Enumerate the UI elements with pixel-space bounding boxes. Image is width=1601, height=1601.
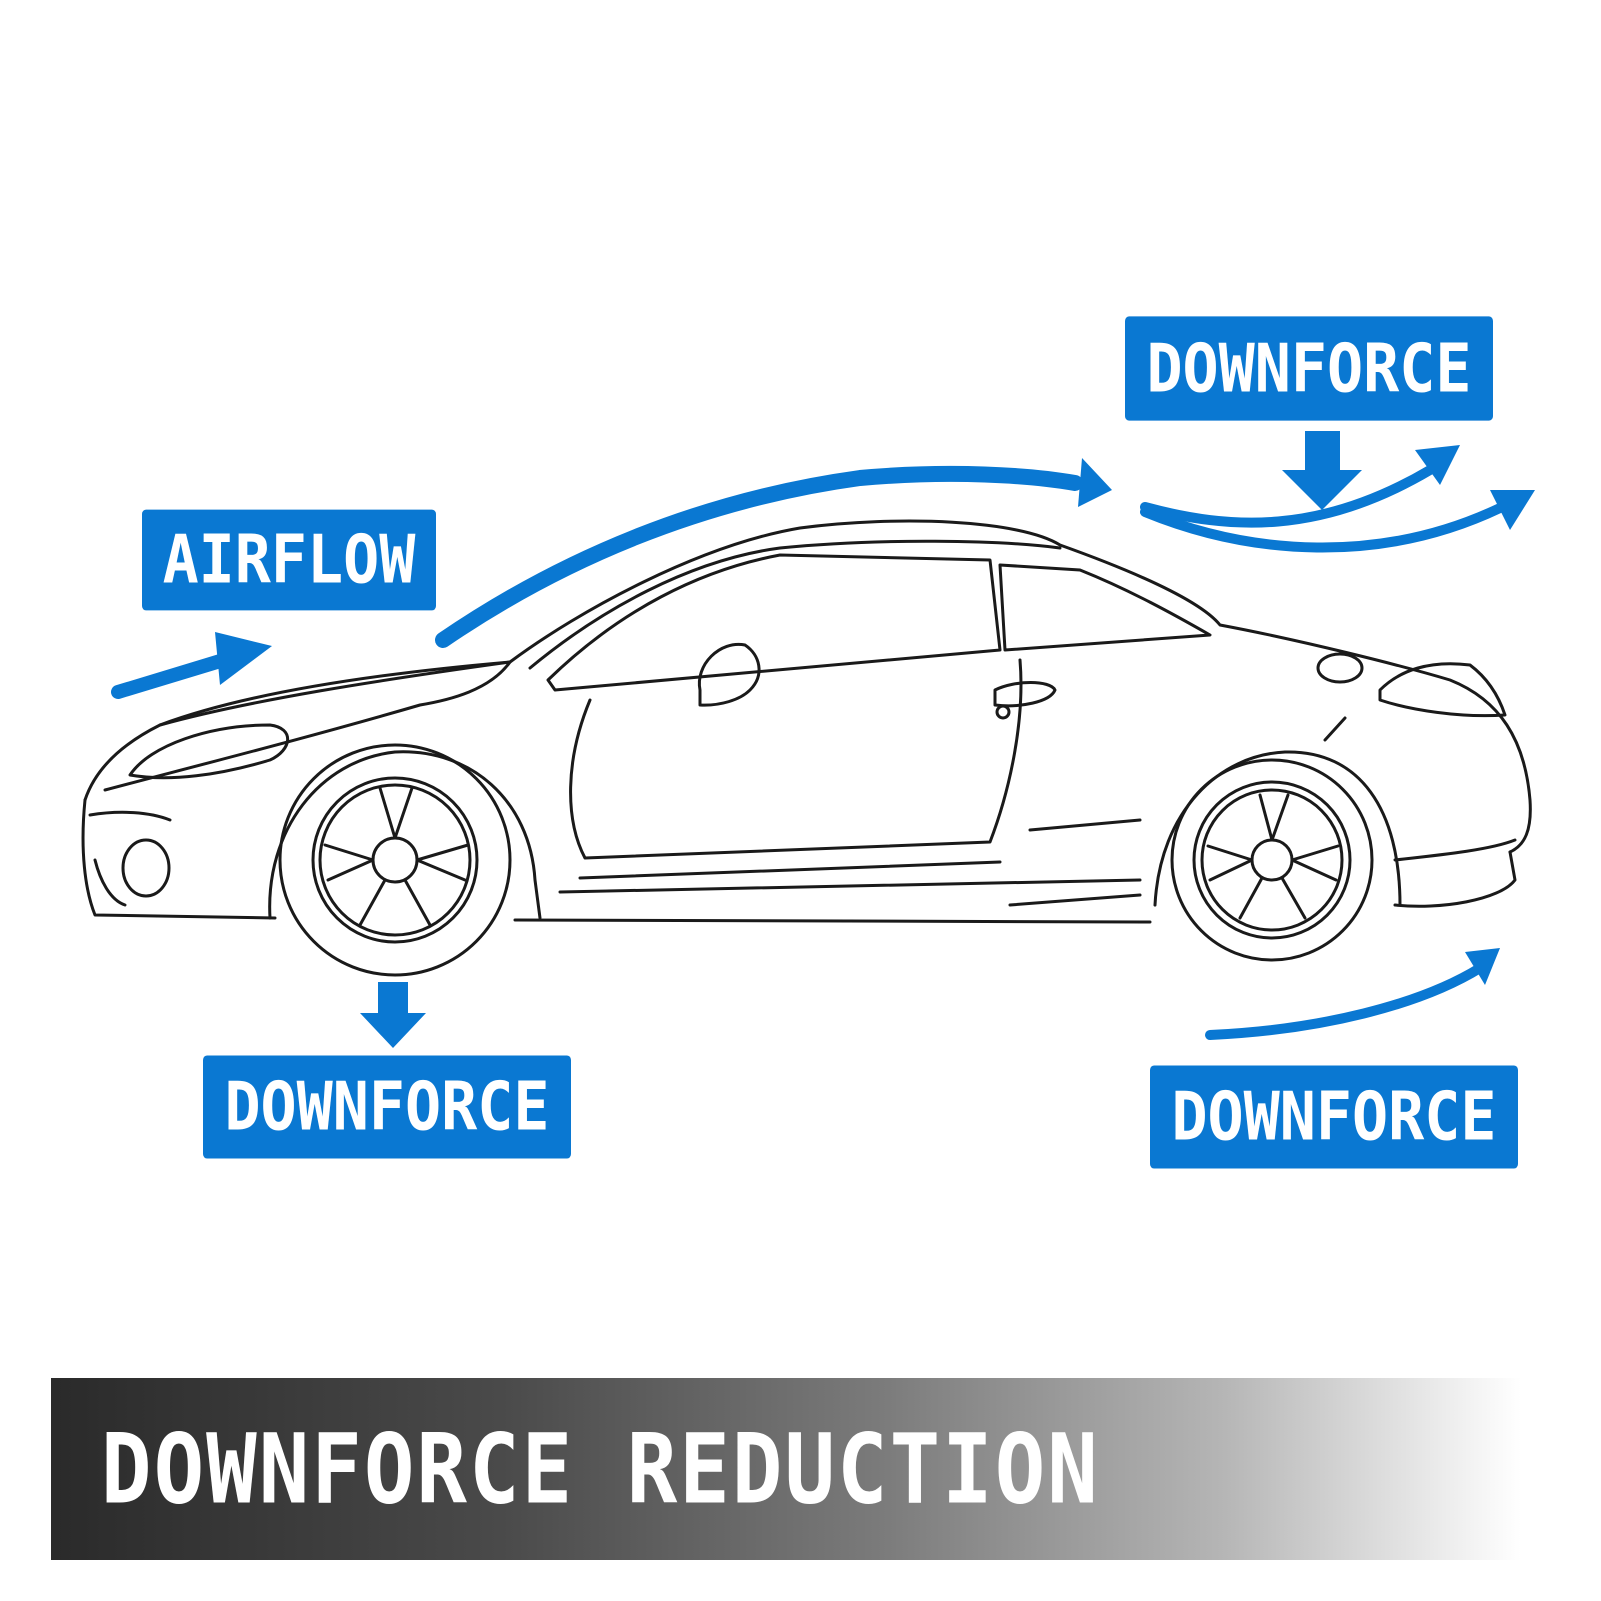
downforce-label-front: DOWNFORCE — [203, 1055, 571, 1159]
footer-banner: DOWNFORCE REDUCTION — [51, 1378, 1551, 1560]
footer-title: DOWNFORCE REDUCTION — [101, 1412, 1100, 1526]
airflow-rear-upper-arrow — [1140, 465, 1435, 528]
downforce-arrows — [360, 431, 1362, 1048]
downforce-front-arrow-icon — [360, 982, 426, 1048]
airflow-roof-arrow — [435, 465, 1083, 648]
car-outline — [81, 519, 1532, 977]
airflow-under-arrowhead — [1465, 948, 1500, 985]
airflow-arrows — [111, 445, 1535, 1040]
airflow-label: AIRFLOW — [142, 509, 436, 611]
airflow-under-arrow — [1205, 963, 1485, 1040]
downforce-label-rear-bottom: DOWNFORCE — [1150, 1065, 1518, 1169]
airflow-roof-arrowhead — [1078, 458, 1112, 507]
airflow-rear-lower-arrowhead — [1490, 490, 1535, 530]
airflow-front-arrowhead — [215, 632, 272, 685]
airflow-rear-lower-arrow — [1140, 503, 1505, 553]
airflow-rear-upper-arrowhead — [1415, 445, 1460, 485]
downforce-rear-arrow-icon — [1282, 431, 1362, 510]
downforce-label-rear-top: DOWNFORCE — [1125, 316, 1493, 421]
